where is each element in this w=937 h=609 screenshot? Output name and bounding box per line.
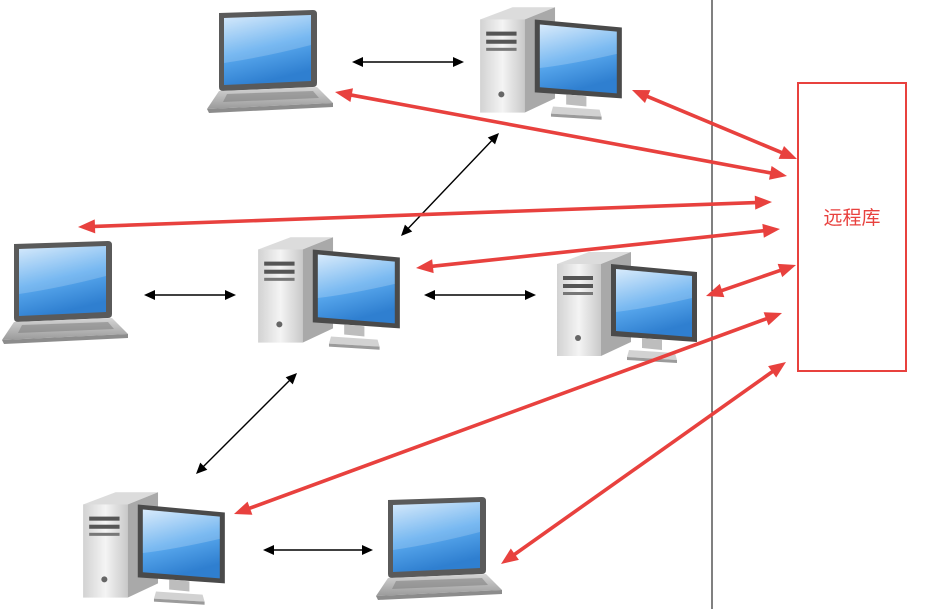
remote-link-desktop-right-head [706, 283, 725, 298]
peer-link-laptop-top-desktop-top-head [352, 57, 363, 67]
peer-link-laptop-left-desktop-center-head [225, 290, 236, 300]
remote-link-laptop-bottom-line [513, 369, 774, 557]
peer-link-desktop-top-desktop-center-head [487, 133, 499, 145]
remote-link-desktop-top-line [646, 94, 783, 155]
remote-repository-box: 远程库 [797, 82, 907, 372]
remote-link-laptop-top-line [350, 93, 772, 175]
remote-link-desktop-bottom-line [248, 316, 768, 511]
desktop-computer-icon [83, 492, 225, 605]
node-desktop-bottom [83, 492, 225, 605]
desktop-computer-icon [258, 237, 400, 350]
remote-link-desktop-center-head [416, 259, 434, 274]
remote-links [78, 88, 797, 564]
node-laptop-left [2, 241, 128, 344]
remote-link-laptop-top-head [335, 88, 353, 102]
remote-link-desktop-bottom-head [234, 501, 253, 515]
peer-link-desktop-bottom-laptop-bottom-head [263, 545, 274, 555]
peer-link-desktop-bottom-laptop-bottom-head [362, 545, 373, 555]
remote-link-desktop-center-line [431, 228, 765, 269]
remote-link-laptop-bottom-head [768, 362, 786, 378]
remote-link-laptop-top-head [769, 166, 787, 180]
remote-link-desktop-center-head [762, 223, 780, 238]
desktop-computer-icon [557, 252, 697, 363]
node-desktop-right [557, 252, 697, 363]
remote-repository-label: 远程库 [823, 206, 881, 229]
laptop-icon [207, 10, 333, 113]
node-desktop-center [258, 237, 400, 350]
peer-link-desktop-center-desktop-right-head [424, 290, 435, 300]
laptop-icon [376, 497, 502, 600]
remote-link-desktop-right-head [777, 263, 796, 278]
remote-link-laptop-bottom-head [501, 548, 519, 564]
remote-link-laptop-left-line [93, 200, 757, 229]
peer-link-desktop-center-desktop-bottom-head [196, 462, 208, 474]
desktop-computer-icon [480, 7, 622, 120]
peer-link-desktop-center-desktop-right-head [525, 290, 536, 300]
node-desktop-top [480, 7, 622, 120]
remote-link-desktop-top-head [778, 145, 797, 159]
remote-link-laptop-left-head [754, 195, 772, 210]
remote-link-desktop-bottom-head [763, 312, 782, 326]
node-laptop-top [207, 10, 333, 113]
peer-link-desktop-center-desktop-bottom-line [202, 379, 291, 468]
peer-link-laptop-left-desktop-center-head [144, 290, 155, 300]
remote-link-laptop-left-head [78, 219, 96, 234]
peer-link-laptop-top-desktop-top-head [453, 57, 464, 67]
peer-links [144, 57, 536, 555]
peer-link-desktop-center-desktop-bottom-head [285, 373, 297, 385]
peer-link-desktop-top-desktop-center-head [401, 224, 413, 236]
laptop-icon [2, 241, 128, 344]
node-laptop-bottom [376, 497, 502, 600]
remote-link-desktop-top-head [632, 90, 651, 104]
remote-link-desktop-right-line [720, 268, 782, 293]
